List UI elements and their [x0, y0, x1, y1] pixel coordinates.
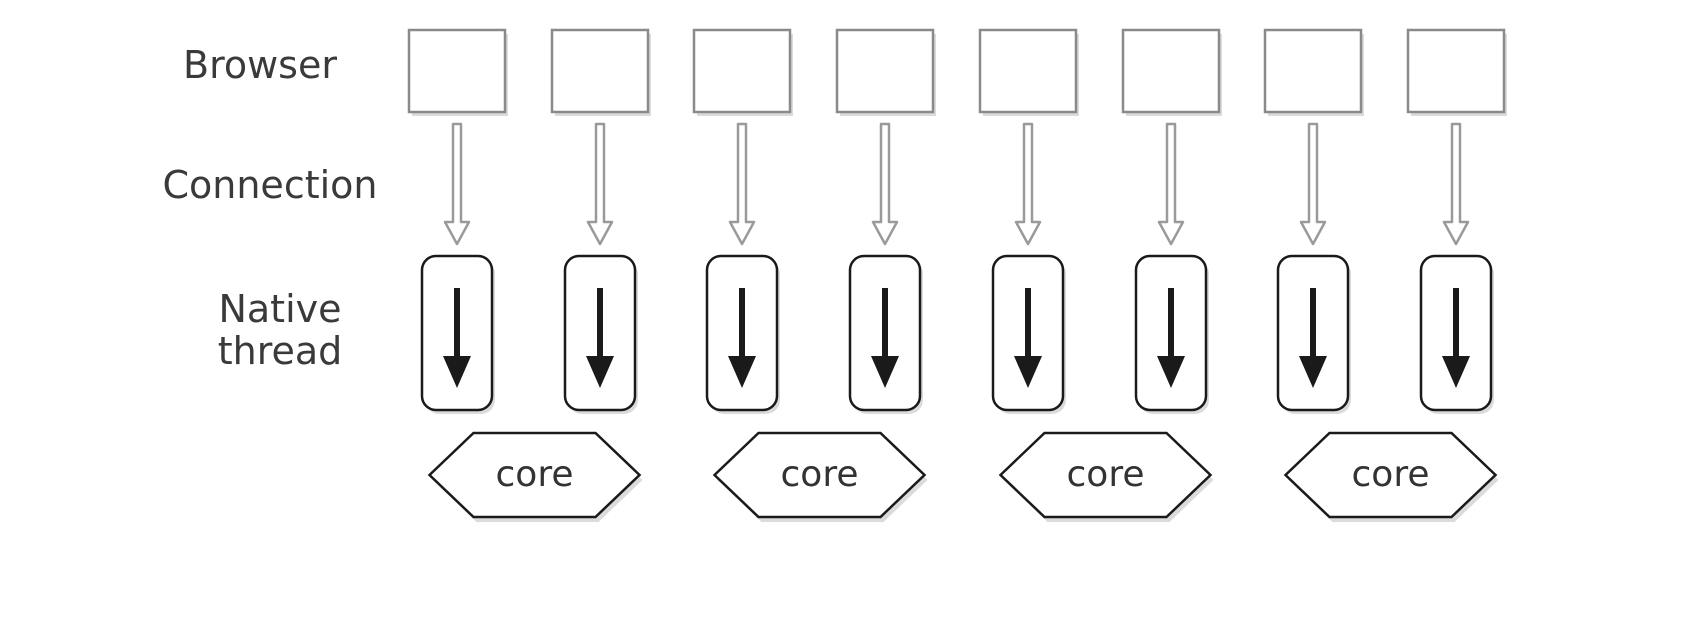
core-hexagon: core — [712, 431, 928, 522]
native-thread — [991, 254, 1066, 414]
connection-arrow — [1157, 122, 1185, 246]
browser-box — [1406, 28, 1507, 116]
browser-box — [1121, 28, 1222, 116]
browser-box — [692, 28, 793, 116]
browser-box — [978, 28, 1079, 116]
browser-box — [835, 28, 936, 116]
native-thread — [1276, 254, 1351, 414]
connection-arrow — [586, 122, 614, 246]
core-hexagon: core — [427, 431, 643, 522]
core-row: core core core core — [427, 431, 1499, 522]
row-label-connection: Connection — [162, 163, 378, 207]
connection-arrow — [871, 122, 899, 246]
native-thread — [848, 254, 923, 414]
connection-arrow — [728, 122, 756, 246]
native-thread-row — [420, 254, 1494, 414]
connection-arrow — [1299, 122, 1327, 246]
row-label-native-thread: Native thread — [217, 287, 343, 373]
browser-box — [550, 28, 651, 116]
connection-arrow — [1442, 122, 1470, 246]
core-label: core — [496, 454, 574, 495]
browser-box — [1263, 28, 1364, 116]
core-label: core — [1352, 454, 1430, 495]
core-label: core — [1067, 454, 1145, 495]
core-label: core — [781, 454, 859, 495]
browser-row — [407, 28, 1507, 116]
native-thread — [705, 254, 780, 414]
connection-arrow — [443, 122, 471, 246]
native-thread — [1419, 254, 1494, 414]
native-thread — [1134, 254, 1209, 414]
core-hexagon: core — [998, 431, 1214, 522]
native-thread — [563, 254, 638, 414]
connection-row — [443, 122, 1470, 246]
row-label-browser: Browser — [183, 43, 337, 87]
core-hexagon: core — [1283, 431, 1499, 522]
browser-box — [407, 28, 508, 116]
native-thread — [420, 254, 495, 414]
connection-arrow — [1014, 122, 1042, 246]
